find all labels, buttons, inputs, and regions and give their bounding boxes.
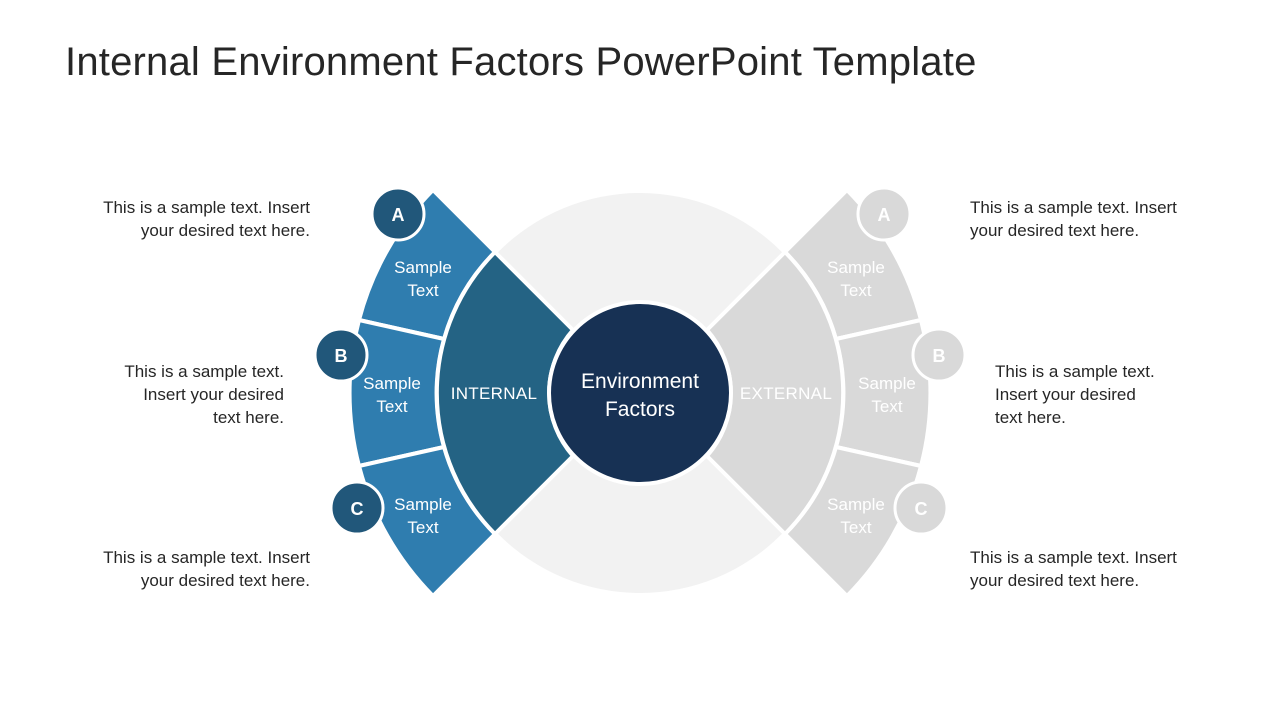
description-line: text here. <box>213 408 284 427</box>
badge-circle <box>370 186 426 242</box>
external-segment-a-label-line2: Text <box>840 281 871 300</box>
badge-circle <box>856 186 912 242</box>
internal-segment-b-label-line1: Sample <box>363 374 421 393</box>
internal-segment-a-label-line1: Sample <box>394 258 452 277</box>
badge-letter: A <box>392 205 405 225</box>
badge-letter: A <box>878 205 891 225</box>
slide-title: Internal Environment Factors PowerPoint … <box>65 40 977 84</box>
internal-segment-c-label-line2: Text <box>407 518 438 537</box>
description-line: your desired text here. <box>140 571 310 590</box>
center-title-line2: Factors <box>605 398 675 421</box>
description-line: text here. <box>995 408 1066 427</box>
center-circle[interactable] <box>547 300 733 486</box>
description-line: your desired text here. <box>970 571 1140 590</box>
internal-a-description: This is a sample text. Insert your desir… <box>60 196 310 242</box>
internal-segment-a-label-line2: Text <box>407 281 438 300</box>
badge-letter: B <box>933 346 946 366</box>
badge-letter: C <box>915 499 928 519</box>
internal-segment-c-label-line1: Sample <box>394 495 452 514</box>
description-line: This is a sample text. <box>995 362 1155 381</box>
internal-badge-b: B <box>313 327 369 383</box>
external-badge-b: B <box>911 327 967 383</box>
external-a-description: This is a sample text. Insert your desir… <box>970 196 1220 242</box>
description-line: This is a sample text. Insert <box>970 198 1177 217</box>
external-segment-c-label-line2: Text <box>840 518 871 537</box>
description-line: This is a sample text. Insert <box>103 198 310 217</box>
internal-label: INTERNAL <box>451 384 537 403</box>
external-b-description: This is a sample text. Insert your desir… <box>995 360 1195 429</box>
external-badge-a: A <box>856 186 912 242</box>
external-segment-b-label-line2: Text <box>871 397 902 416</box>
center-title-line1: Environment <box>581 370 699 393</box>
badge-circle <box>911 327 967 383</box>
badge-letter: B <box>335 346 348 366</box>
description-line: your desired text here. <box>970 221 1140 240</box>
description-line: Insert your desired <box>143 385 284 404</box>
external-label: EXTERNAL <box>740 384 832 403</box>
badge-circle <box>329 480 385 536</box>
badge-letter: C <box>351 499 364 519</box>
internal-badge-c: C <box>329 480 385 536</box>
external-c-description: This is a sample text. Insert your desir… <box>970 546 1220 592</box>
description-line: This is a sample text. Insert <box>970 548 1177 567</box>
external-segment-c-label-line1: Sample <box>827 495 885 514</box>
description-line: This is a sample text. <box>124 362 284 381</box>
description-line: This is a sample text. Insert <box>103 548 310 567</box>
internal-c-description: This is a sample text. Insert your desir… <box>60 546 310 592</box>
description-line: Insert your desired <box>995 385 1136 404</box>
external-badge-c: C <box>893 480 949 536</box>
description-line: your desired text here. <box>140 221 310 240</box>
internal-badge-a: A <box>370 186 426 242</box>
badge-circle <box>893 480 949 536</box>
external-segment-b-label-line1: Sample <box>858 374 916 393</box>
badge-circle <box>313 327 369 383</box>
internal-b-description: This is a sample text. Insert your desir… <box>60 360 284 429</box>
external-segment-a-label-line1: Sample <box>827 258 885 277</box>
internal-segment-b-label-line2: Text <box>376 397 407 416</box>
